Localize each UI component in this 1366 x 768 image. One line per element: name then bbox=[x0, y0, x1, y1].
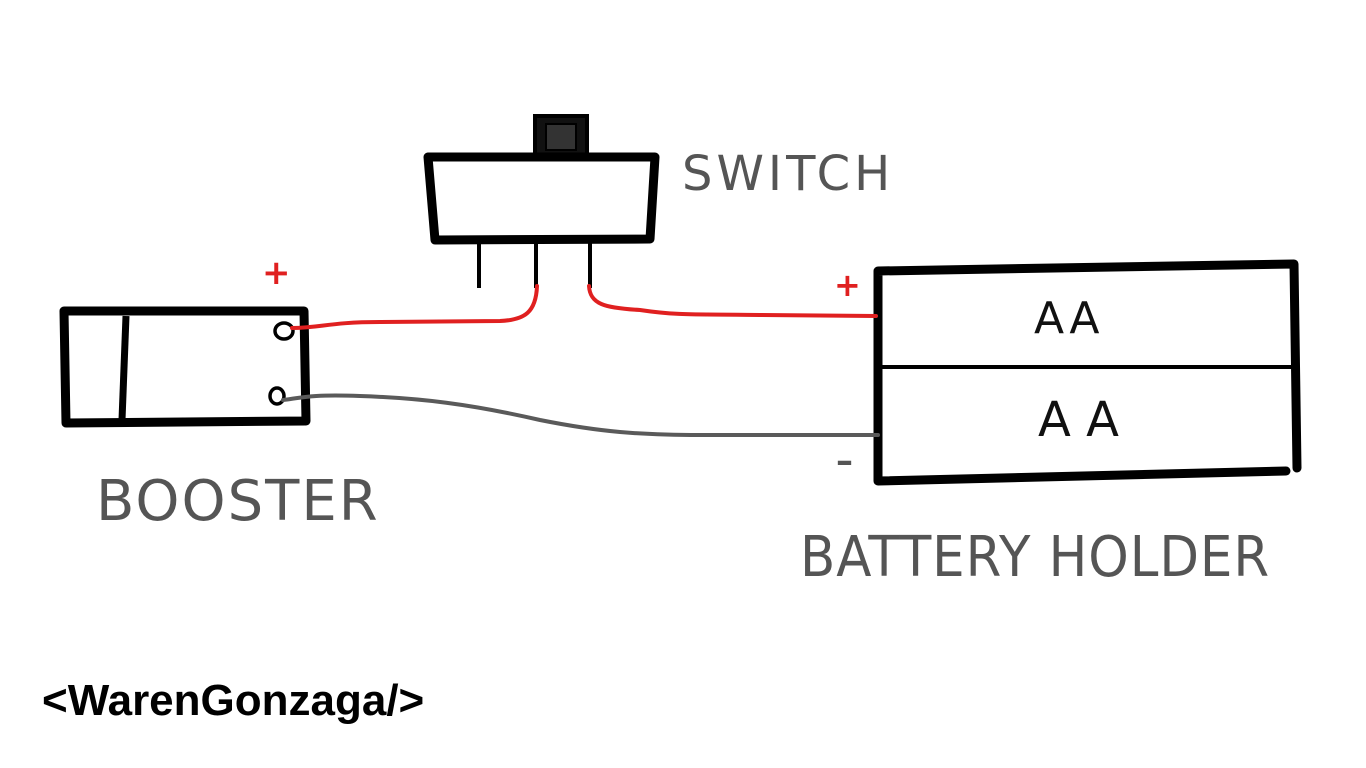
battery-cell-top-label: AA bbox=[1034, 293, 1103, 344]
battery-holder-label: BATTERY HOLDER bbox=[800, 525, 1270, 590]
booster bbox=[59, 306, 311, 428]
negative-wire-booster-to-battery bbox=[281, 393, 880, 437]
watermark-signature: <WarenGonzaga/> bbox=[42, 676, 425, 725]
booster-divider bbox=[118, 315, 130, 421]
booster-label: BOOSTER bbox=[96, 469, 380, 534]
booster-body bbox=[59, 306, 311, 428]
positive-wire-switch-to-battery bbox=[587, 284, 878, 318]
battery-holder-body bbox=[873, 259, 1302, 486]
battery-minus-sign: – bbox=[836, 441, 853, 481]
switch-body bbox=[423, 152, 660, 245]
booster-terminal-negative bbox=[268, 386, 286, 406]
switch bbox=[423, 114, 660, 288]
switch-label: SWITCH bbox=[682, 146, 894, 202]
battery-plus-sign: + bbox=[834, 266, 861, 304]
positive-wire-booster-to-switch bbox=[290, 284, 539, 330]
battery-cell-bottom-label: A A bbox=[1038, 392, 1119, 448]
battery-holder bbox=[873, 259, 1302, 486]
booster-plus-sign: + bbox=[262, 253, 291, 293]
switch-knob-inner bbox=[545, 123, 577, 151]
booster-terminal-positive bbox=[273, 321, 295, 341]
